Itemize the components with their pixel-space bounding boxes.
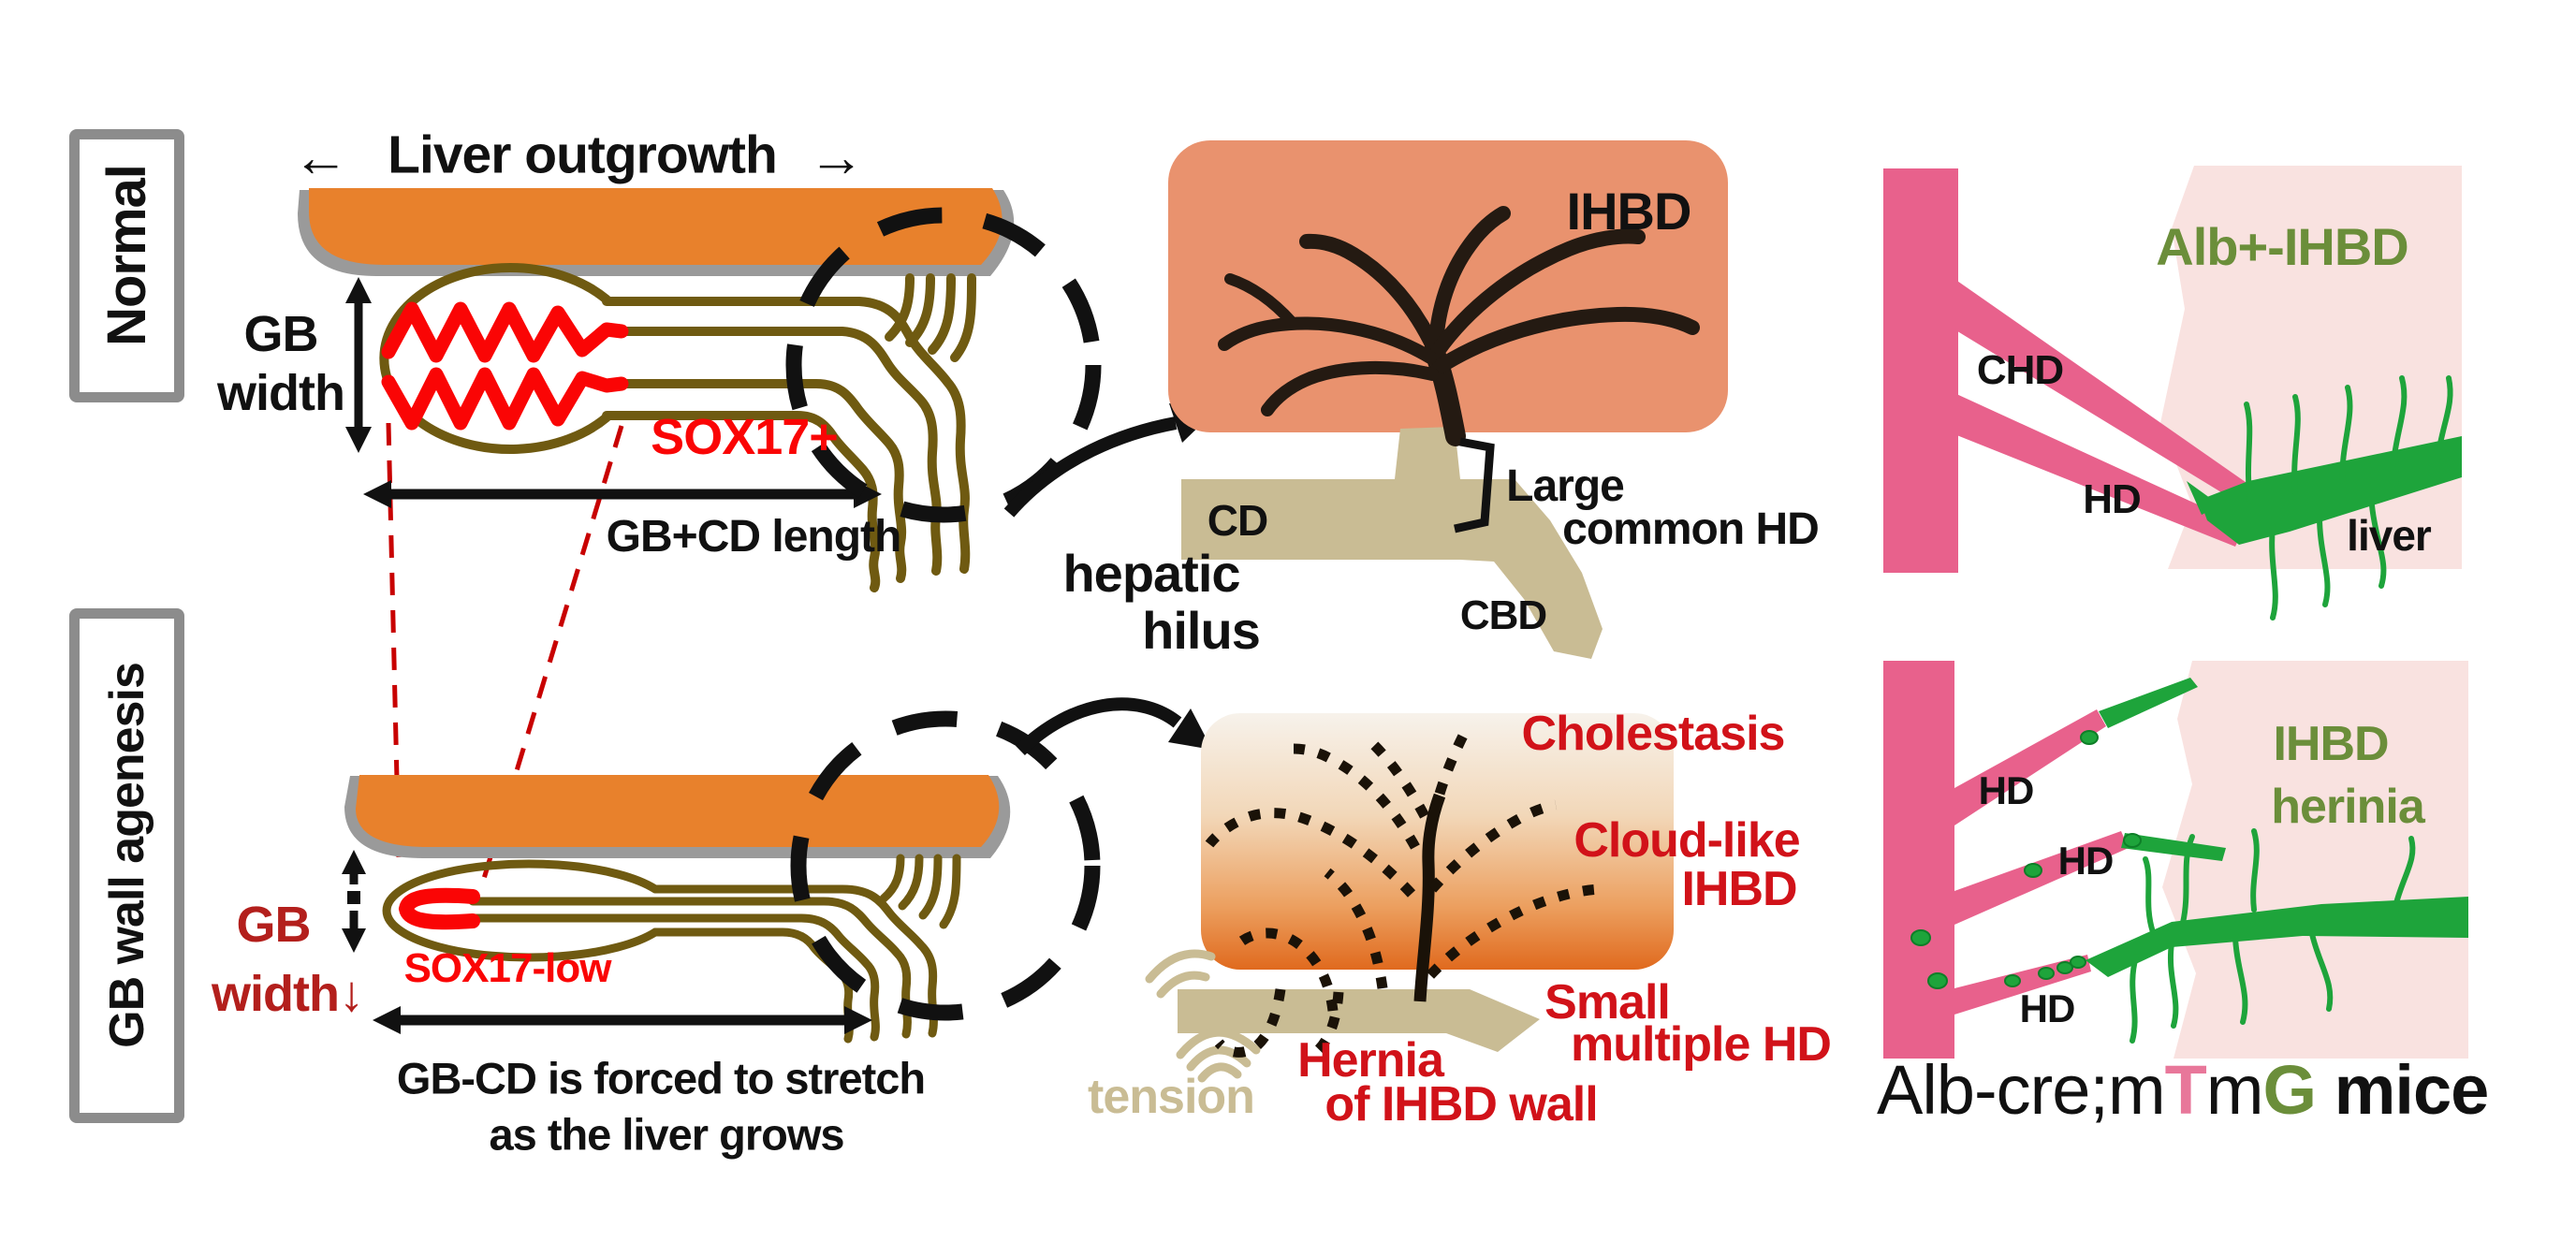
- cloud-like-line2: IHBD: [1681, 862, 1797, 916]
- liver-outgrowth-label: Liver outgrowth: [388, 124, 778, 185]
- hernia-line2: of IHBD wall: [1325, 1077, 1598, 1132]
- right-arrow-icon: →: [808, 125, 865, 188]
- small-multiple-hd-line1: Small: [1544, 975, 1671, 1030]
- normal-mouse-panel: [1883, 166, 2462, 621]
- tension-arcs: [1145, 949, 1261, 1083]
- gb-width-label-line2: width: [217, 365, 345, 421]
- gb-width-down-line2: width↓: [212, 966, 364, 1022]
- caption-part-gfp: G: [2262, 1051, 2317, 1129]
- ihbd-tree: [1218, 206, 1700, 446]
- small-multiple-hd-line2: multiple HD: [1571, 1017, 1832, 1072]
- gb-width-down-line1: GB: [236, 897, 312, 953]
- sox17-low-tip: [398, 887, 480, 930]
- ihbd-hernia-line2: herinia: [2271, 780, 2424, 834]
- agenesis-row-label: GB wall agenesis: [100, 663, 154, 1048]
- sox17-low-label: SOX17-low: [403, 945, 612, 991]
- sox17-zigzag: [381, 301, 629, 431]
- ihbd-hernia-line1: IHBD: [2273, 717, 2389, 771]
- cloud-like-line1: Cloud-like: [1573, 813, 1800, 868]
- chd-bar-normal: [1883, 168, 1958, 573]
- normal-gallbladder-and-ducts: [379, 263, 976, 592]
- hernia-line1: Hernia: [1297, 1033, 1444, 1088]
- cd-cbd-duct: [1181, 427, 1603, 659]
- hepatic-hilus-line1: hepatic: [1062, 544, 1240, 603]
- normal-row-label: Normal: [96, 165, 157, 346]
- gb-width-label-line1: GB: [243, 306, 319, 362]
- chd-bar-agenesis: [1883, 661, 1954, 1059]
- hernia-duct-tan: [1178, 989, 1540, 1052]
- normal-row-box: [69, 129, 184, 402]
- sox17-label: SOX17+: [651, 409, 839, 465]
- agenesis-liver-shape: [344, 775, 1011, 858]
- ihbd-label-normal: IHBD: [1566, 182, 1692, 241]
- gfp-duct-normal: [2200, 436, 2462, 545]
- caption-part-1: Alb-cre;m: [1877, 1051, 2166, 1129]
- agenesis-hilus-panel: [1145, 713, 1674, 1083]
- zoom-arrow-agenesis: [1016, 697, 1212, 756]
- gb-width-arrow-agenesis: [342, 850, 366, 953]
- gb-width-arrow-normal: [345, 277, 372, 453]
- cholestasis-label: Cholestasis: [1521, 707, 1786, 761]
- hd-label-normal: HD: [2083, 476, 2142, 522]
- gbcd-length-arrow: [363, 480, 882, 508]
- cloud-ihbd-tree: [1205, 731, 1605, 1058]
- large-hd-bracket: [1454, 437, 1495, 533]
- chd-label: CHD: [1976, 347, 2064, 393]
- caption-part-2: m: [2205, 1051, 2264, 1129]
- hd-label-top: HD: [1978, 768, 2035, 812]
- stretch-arrow: [373, 1006, 872, 1034]
- large-common-hd-line2: common HD: [1562, 504, 1820, 554]
- hilus-dashed-circle-agenesis: [790, 710, 1101, 1021]
- agenesis-mouse-panel: [1883, 661, 2468, 1059]
- normal-hilus-panel: [1168, 140, 1728, 659]
- stretch-caption-line2: as the liver grows: [489, 1109, 844, 1160]
- hepatic-hilus-line2: hilus: [1142, 601, 1261, 660]
- cd-label: CD: [1207, 496, 1268, 545]
- caption-part-tdtomato: T: [2164, 1051, 2207, 1129]
- sox17-region-dashed-lines: [386, 422, 624, 883]
- cbd-label: CBD: [1459, 592, 1547, 638]
- large-common-hd-line1: Large: [1506, 461, 1625, 511]
- caption-part-3: mice: [2316, 1051, 2490, 1129]
- tension-label: tension: [1088, 1070, 1255, 1124]
- normal-liver-shape: [298, 188, 1015, 276]
- hd-label-mid: HD: [2057, 839, 2115, 883]
- left-arrow-icon: ←: [292, 125, 349, 188]
- agenesis-row-box: [69, 608, 184, 1123]
- alb-ihbd-label: Alb+-IHBD: [2156, 217, 2408, 276]
- gfp-cell-dots: [1910, 730, 2142, 989]
- stretch-caption-line1: GB-CD is forced to stretch: [396, 1053, 926, 1103]
- liver-label: liver: [2347, 511, 2432, 560]
- hd-label-bottom: HD: [2019, 986, 2076, 1030]
- gfp-duct-agenesis: [2086, 897, 2468, 977]
- gbcd-length-label: GB+CD length: [606, 512, 902, 562]
- hilus-dashed-circle-normal: [785, 207, 1102, 523]
